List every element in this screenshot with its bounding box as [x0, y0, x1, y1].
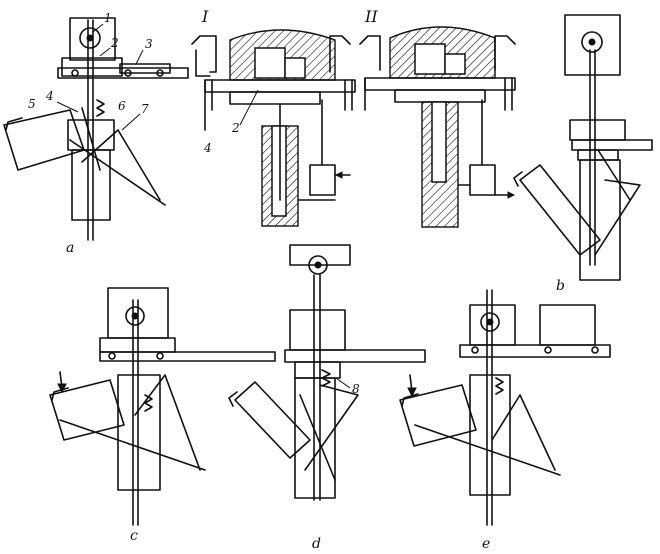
callout-3: 3	[145, 37, 153, 51]
magazine-c	[49, 379, 125, 441]
table-I	[204, 79, 356, 93]
column-b	[579, 159, 621, 281]
housing-top-b	[564, 14, 621, 76]
callout-6: 6	[118, 99, 126, 113]
housing-top-d	[289, 244, 351, 266]
spring-wheel-a	[79, 27, 101, 49]
panel-label-e: e	[482, 536, 490, 552]
panel-d: 8 d	[228, 244, 426, 552]
panel-stage-I: I 4 2	[191, 7, 356, 227]
column-a	[71, 149, 111, 221]
panel-label-b: b	[556, 278, 565, 294]
panel-stage-II: II	[359, 7, 516, 228]
column-d	[294, 377, 336, 499]
panel-c: c	[49, 287, 276, 544]
valve-II	[469, 164, 496, 196]
magazine-d	[234, 381, 311, 459]
callout-5: 5	[28, 97, 36, 111]
table-II	[364, 77, 516, 91]
callout-4: 4	[45, 89, 54, 103]
panel-label-a: a	[66, 240, 74, 256]
rail-c	[99, 351, 276, 362]
callout-2: 2	[110, 36, 119, 50]
panel-label-d: d	[312, 536, 321, 552]
panel-a: 1 2 3 4 5 6 7 a	[3, 11, 189, 256]
rail-a	[57, 67, 189, 79]
column-c	[117, 374, 161, 491]
callout-4-I: 4	[203, 141, 212, 155]
callout-8: 8	[352, 382, 360, 396]
callout-7: 7	[141, 102, 149, 116]
magazine-e	[399, 384, 477, 447]
panel-e: e	[399, 289, 611, 552]
panel-label-c: c	[130, 528, 138, 544]
rail-b	[571, 139, 653, 151]
rail-e	[459, 344, 611, 358]
callout-2-I: 2	[231, 121, 240, 135]
callout-1: 1	[104, 11, 112, 25]
column-e	[469, 374, 511, 496]
rail-d	[284, 349, 426, 363]
valve-I	[309, 164, 336, 196]
panel-b: b	[513, 14, 653, 294]
stage-label-I: I	[201, 7, 209, 26]
magazine-b	[519, 164, 601, 256]
stage-label-II: II	[364, 7, 378, 26]
